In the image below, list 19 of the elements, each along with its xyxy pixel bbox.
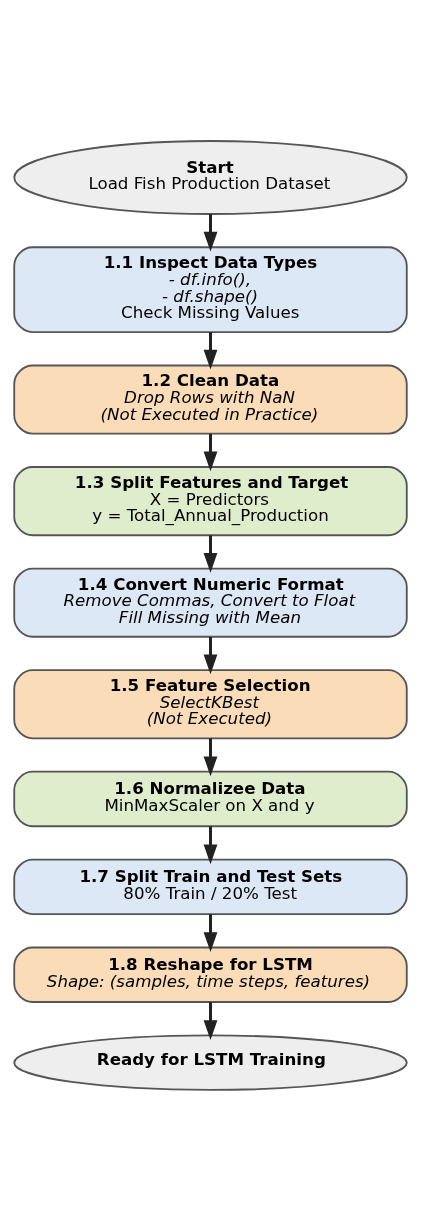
arrow	[203, 637, 218, 675]
node-ellipse: Start Load Fish Production Dataset	[13, 140, 408, 215]
arrow	[203, 826, 218, 865]
node-box: 1.8 Reshape for LSTM Shape: (samples, time steps, features)	[13, 946, 408, 1003]
arrow	[203, 914, 218, 953]
node-box: 1.5 Feature Selection SelectKBest (Not Executed)	[13, 669, 408, 740]
node-box: 1.4 Convert Numeric Format Remove Commas, Convert to Float Fill Missing with Mean	[13, 567, 408, 638]
node-box: 1.3 Split Features and Target X = Predictors y = Total_Annual_Production	[13, 466, 408, 537]
node-ellipse: Ready for LSTM Training	[13, 1034, 408, 1091]
arrow	[203, 1002, 218, 1040]
arrow	[203, 738, 218, 777]
node-box: 1.2 Clean Data Drop Rows with NaN (Not Executed in Practice)	[13, 364, 408, 435]
arrow	[203, 433, 218, 472]
arrow	[203, 214, 218, 252]
arrow	[203, 332, 218, 370]
node-box: 1.1 Inspect Data Types - df.info(), - df.shape() Check Missing Values	[13, 246, 408, 334]
node-box: 1.7 Split Train and Test Sets 80% Train / 20% Test	[13, 858, 408, 916]
node-box: 1.6 Normalizee Data MinMaxScaler on X and y	[13, 770, 408, 828]
arrow	[203, 535, 218, 573]
